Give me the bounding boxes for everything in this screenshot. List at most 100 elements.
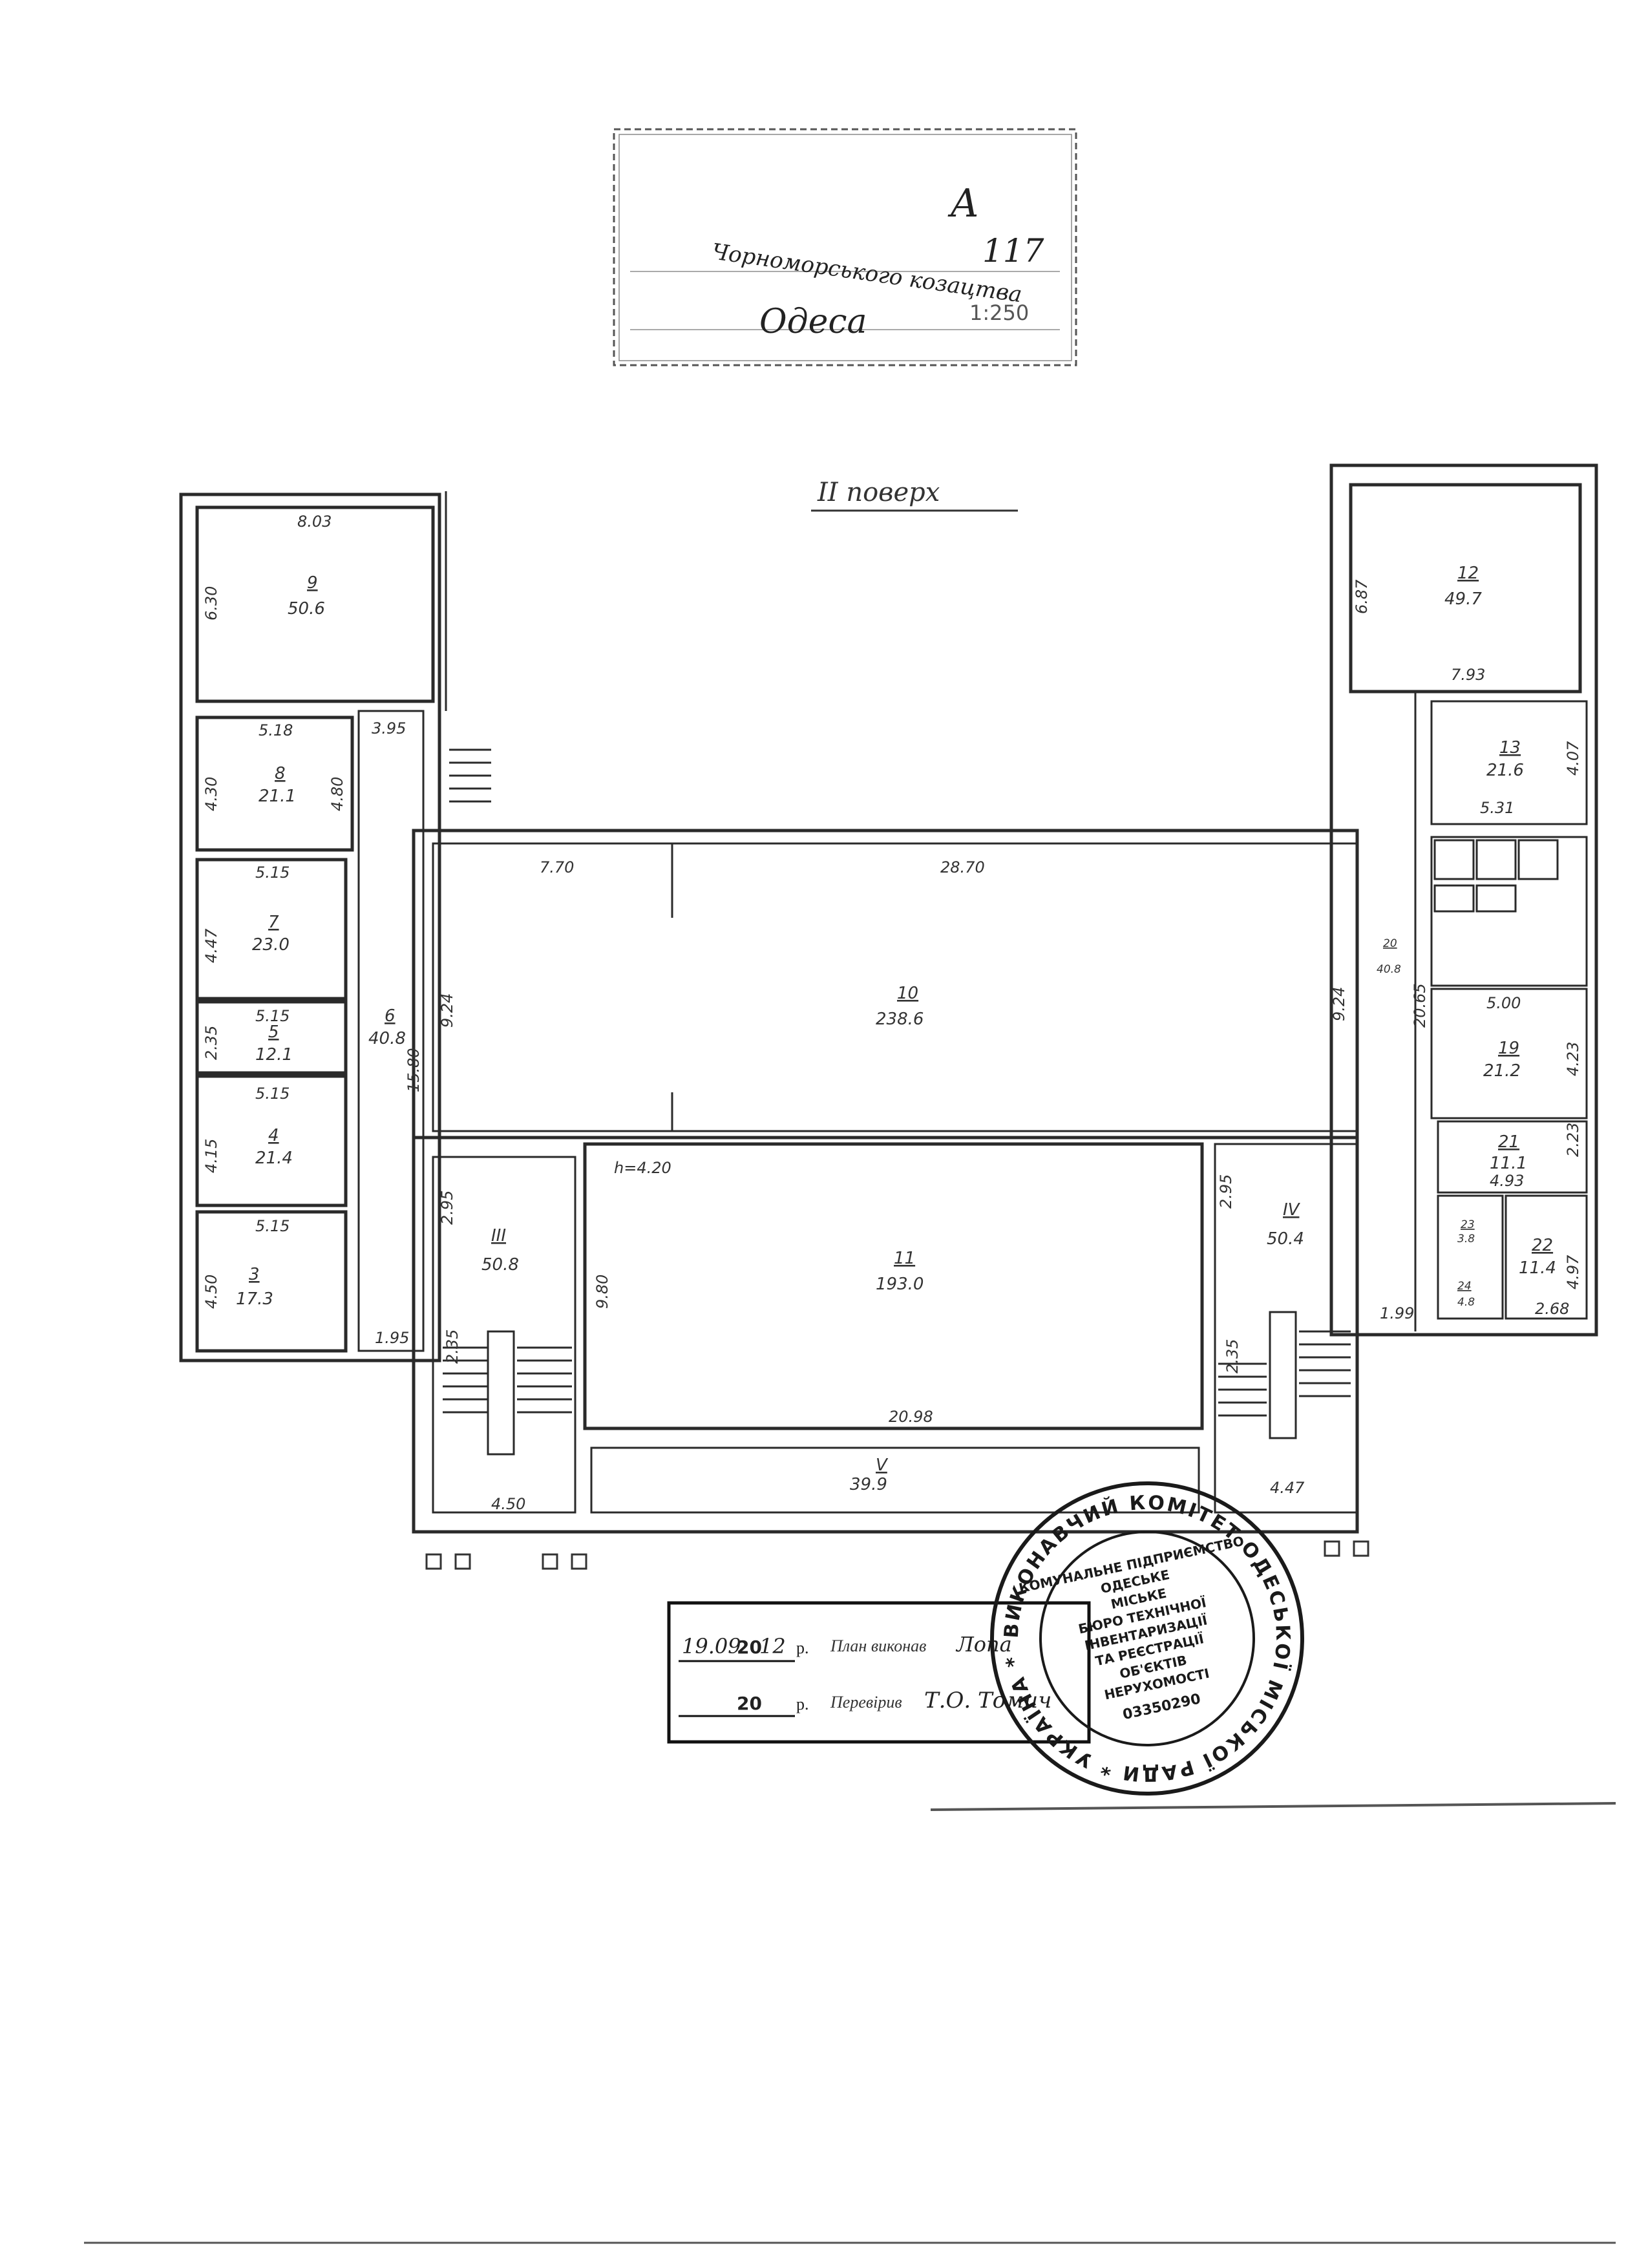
svg-text:5.15: 5.15 (255, 1085, 290, 1103)
svg-text:4.47: 4.47 (1270, 1479, 1305, 1497)
room-area: 21.2 (1483, 1061, 1521, 1081)
room-number: 11 (894, 1249, 915, 1268)
room-area: 50.4 (1267, 1229, 1304, 1249)
svg-text:9.80: 9.80 (593, 1275, 611, 1309)
room-number: 20 (1383, 937, 1397, 950)
svg-text:4.30: 4.30 (202, 777, 220, 811)
svg-text:9.24: 9.24 (438, 993, 456, 1028)
svg-text:4.15: 4.15 (202, 1139, 220, 1173)
room-number: 8 (275, 764, 286, 783)
room-number: 21 (1498, 1132, 1519, 1152)
svg-text:р.: р. (796, 1638, 809, 1657)
stair-right (1218, 1330, 1351, 1417)
room-area: 17.3 (236, 1289, 273, 1309)
walls (179, 463, 1598, 1534)
svg-text:Т.О. Томич: Т.О. Томич (924, 1688, 1051, 1713)
svg-text:2.35: 2.35 (443, 1330, 461, 1364)
room-number: V (876, 1456, 889, 1475)
svg-text:2.68: 2.68 (1535, 1300, 1569, 1318)
svg-text:h=4.20: h=4.20 (614, 1159, 671, 1177)
svg-text:1.99: 1.99 (1380, 1304, 1414, 1322)
room-area: 21.1 (259, 787, 296, 806)
svg-text:12: 12 (759, 1634, 786, 1659)
svg-text:2.95: 2.95 (438, 1191, 456, 1225)
svg-text:4.50: 4.50 (202, 1275, 220, 1309)
svg-text:2.35: 2.35 (1223, 1339, 1241, 1373)
svg-text:Лопа: Лопа (955, 1632, 1012, 1657)
svg-text:4.50: 4.50 (491, 1495, 525, 1513)
title-city: Одеса (759, 302, 867, 341)
room-area: 193.0 (876, 1275, 924, 1294)
svg-text:4.23: 4.23 (1564, 1042, 1582, 1076)
dimension-labels: 8.03 6.30 5.18 4.30 4.80 5.15 4.47 5.15 … (202, 513, 1582, 1513)
column-markers (425, 1540, 1369, 1570)
svg-text:20: 20 (737, 1637, 762, 1658)
svg-text:5.15: 5.15 (255, 1217, 290, 1235)
svg-text:7.93: 7.93 (1451, 666, 1485, 684)
room-area: 3.8 (1457, 1233, 1475, 1245)
svg-text:15.80: 15.80 (405, 1048, 423, 1092)
svg-text:4.80: 4.80 (328, 777, 346, 811)
room-area: 11.1 (1490, 1154, 1527, 1173)
svg-text:28.70: 28.70 (940, 858, 985, 876)
svg-text:1.95: 1.95 (375, 1329, 409, 1347)
room-number: 9 (307, 573, 318, 593)
room-area: 40.8 (368, 1029, 406, 1048)
svg-text:20.98: 20.98 (889, 1408, 933, 1426)
svg-text:4.07: 4.07 (1564, 741, 1582, 776)
room-area: 238.6 (876, 1010, 924, 1029)
room-number: 6 (385, 1006, 396, 1026)
room-number: 13 (1499, 738, 1521, 758)
svg-text:8.03: 8.03 (297, 513, 332, 531)
svg-text:20.65: 20.65 (1411, 983, 1429, 1028)
svg-text:19.09: 19.09 (682, 1634, 741, 1659)
svg-text:6.30: 6.30 (202, 586, 220, 620)
svg-text:2.35: 2.35 (202, 1026, 220, 1060)
room-number: 10 (897, 984, 918, 1003)
svg-text:6.87: 6.87 (1353, 579, 1371, 614)
svg-text:4.93: 4.93 (1490, 1172, 1524, 1190)
title-scale: 1:250 (969, 301, 1029, 325)
svg-text:4.47: 4.47 (202, 928, 220, 963)
room-area: 40.8 (1377, 963, 1401, 976)
title-number: 117 (982, 232, 1044, 270)
svg-text:2.23: 2.23 (1564, 1123, 1582, 1157)
room-area: 49.7 (1444, 589, 1482, 609)
svg-text:План виконав: План виконав (830, 1637, 926, 1655)
room-area: 4.8 (1457, 1296, 1475, 1309)
title-letter: А (947, 181, 979, 226)
title-block: А Чорноморського козацтва 117 Одеса 1:25… (613, 128, 1077, 366)
room-number: 19 (1498, 1039, 1519, 1058)
title-street: Чорноморського козацтва (710, 238, 1024, 308)
svg-text:5.15: 5.15 (255, 1007, 290, 1025)
room-number: 7 (268, 913, 279, 932)
room-area: 50.8 (481, 1255, 519, 1275)
room-number: 4 (268, 1126, 279, 1145)
room-number: IV (1283, 1200, 1301, 1220)
room-area: 11.4 (1519, 1258, 1556, 1278)
room-number: 3 (249, 1265, 260, 1284)
room-area: 50.6 (288, 599, 325, 619)
room-area: 39.9 (850, 1475, 887, 1494)
room-area: 21.4 (255, 1149, 293, 1168)
room-number: 22 (1532, 1236, 1553, 1255)
svg-text:5.18: 5.18 (259, 721, 293, 739)
svg-text:4.97: 4.97 (1564, 1255, 1582, 1289)
room-number: III (491, 1226, 506, 1245)
signature-block: 19.09 20 12 р. План виконав Лопа 20 р. П… (667, 1601, 1091, 1744)
svg-text:5.31: 5.31 (1480, 799, 1514, 817)
room-labels: 9 50.6 8 21.1 7 23.0 5 12.1 4 21.4 3 17.… (236, 564, 1556, 1494)
svg-text:3.95: 3.95 (372, 719, 406, 737)
svg-text:7.70: 7.70 (540, 858, 574, 876)
svg-text:5.15: 5.15 (255, 864, 290, 882)
stair-left (443, 748, 572, 1414)
room-number: 23 (1461, 1218, 1475, 1231)
room-number: 12 (1457, 564, 1479, 583)
svg-text:9.24: 9.24 (1330, 987, 1348, 1021)
room-number: 24 (1457, 1280, 1472, 1293)
svg-text:5.00: 5.00 (1486, 994, 1521, 1012)
official-seal: ВИКОНАВЧИЙ КОМІТЕТ ОДЕСЬКОЇ МІСЬКОЇ РАДИ… (990, 1481, 1304, 1796)
svg-text:2.95: 2.95 (1217, 1174, 1235, 1209)
floor-label: II поверх (817, 478, 940, 507)
